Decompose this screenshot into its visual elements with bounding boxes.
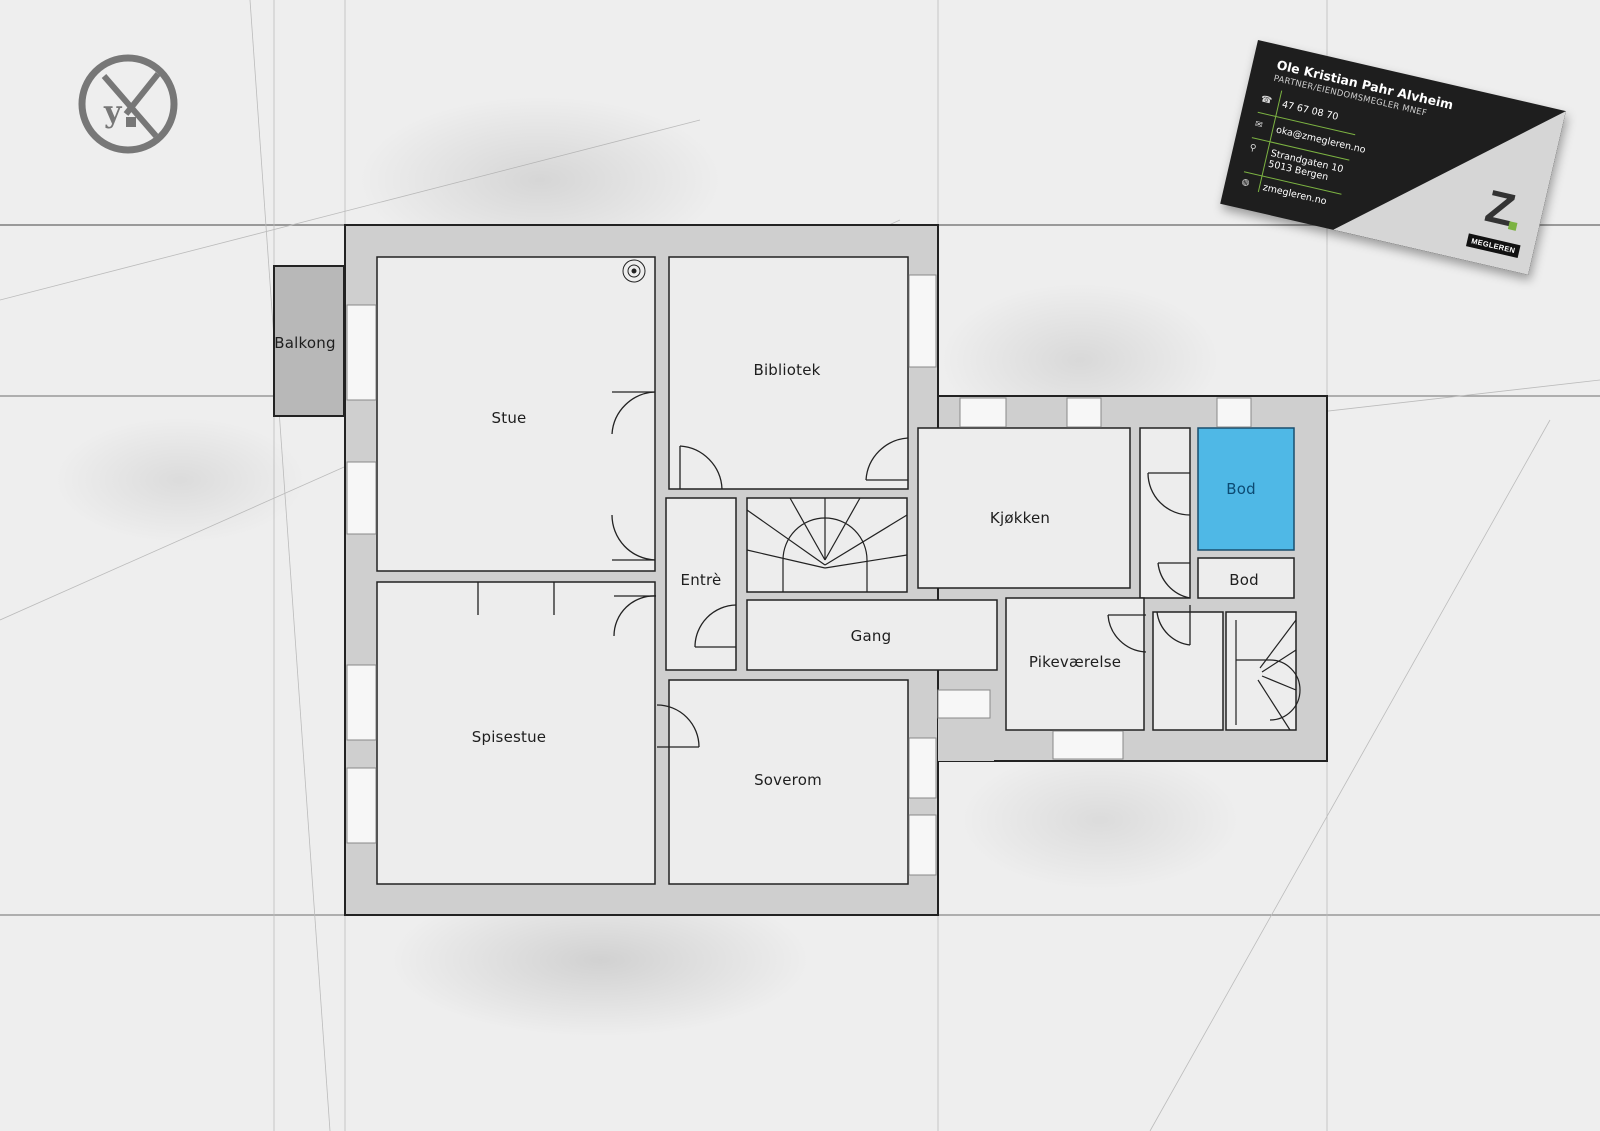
room-label-gang: Gang (850, 627, 892, 645)
balcony-area (273, 265, 345, 417)
agent-website[interactable]: zmegleren.no (1261, 182, 1328, 208)
room-label-pikevaerelse: Pikeværelse (1028, 653, 1122, 671)
room-label-balkong: Balkong (274, 334, 336, 352)
bod-highlight (1197, 427, 1295, 551)
staircase (746, 497, 1301, 731)
room-label-bibliotek: Bibliotek (753, 361, 821, 379)
windows (346, 274, 1252, 876)
phone-icon: ☎ (1259, 94, 1273, 107)
room-label-stue: Stue (491, 409, 527, 427)
room-label-entre: Entrè (680, 571, 722, 589)
svg-text:y: y (103, 95, 123, 130)
fireplace-icon (622, 259, 646, 283)
room-label-soverom: Soverom (754, 771, 822, 789)
room-label-spisestue: Spisestue (471, 728, 547, 746)
email-icon: ✉ (1253, 119, 1264, 132)
room-label-bod1: Bod (1226, 480, 1256, 498)
doors (477, 391, 1191, 748)
room-label-kjokken: Kjøkken (989, 509, 1051, 527)
rooms (376, 256, 1297, 885)
room-label-bod2: Bod (1229, 571, 1259, 589)
location-pin-icon: ⚲ (1248, 142, 1258, 155)
globe-icon: ◍ (1240, 177, 1251, 189)
yx-circle-logo-icon: y (78, 54, 178, 154)
